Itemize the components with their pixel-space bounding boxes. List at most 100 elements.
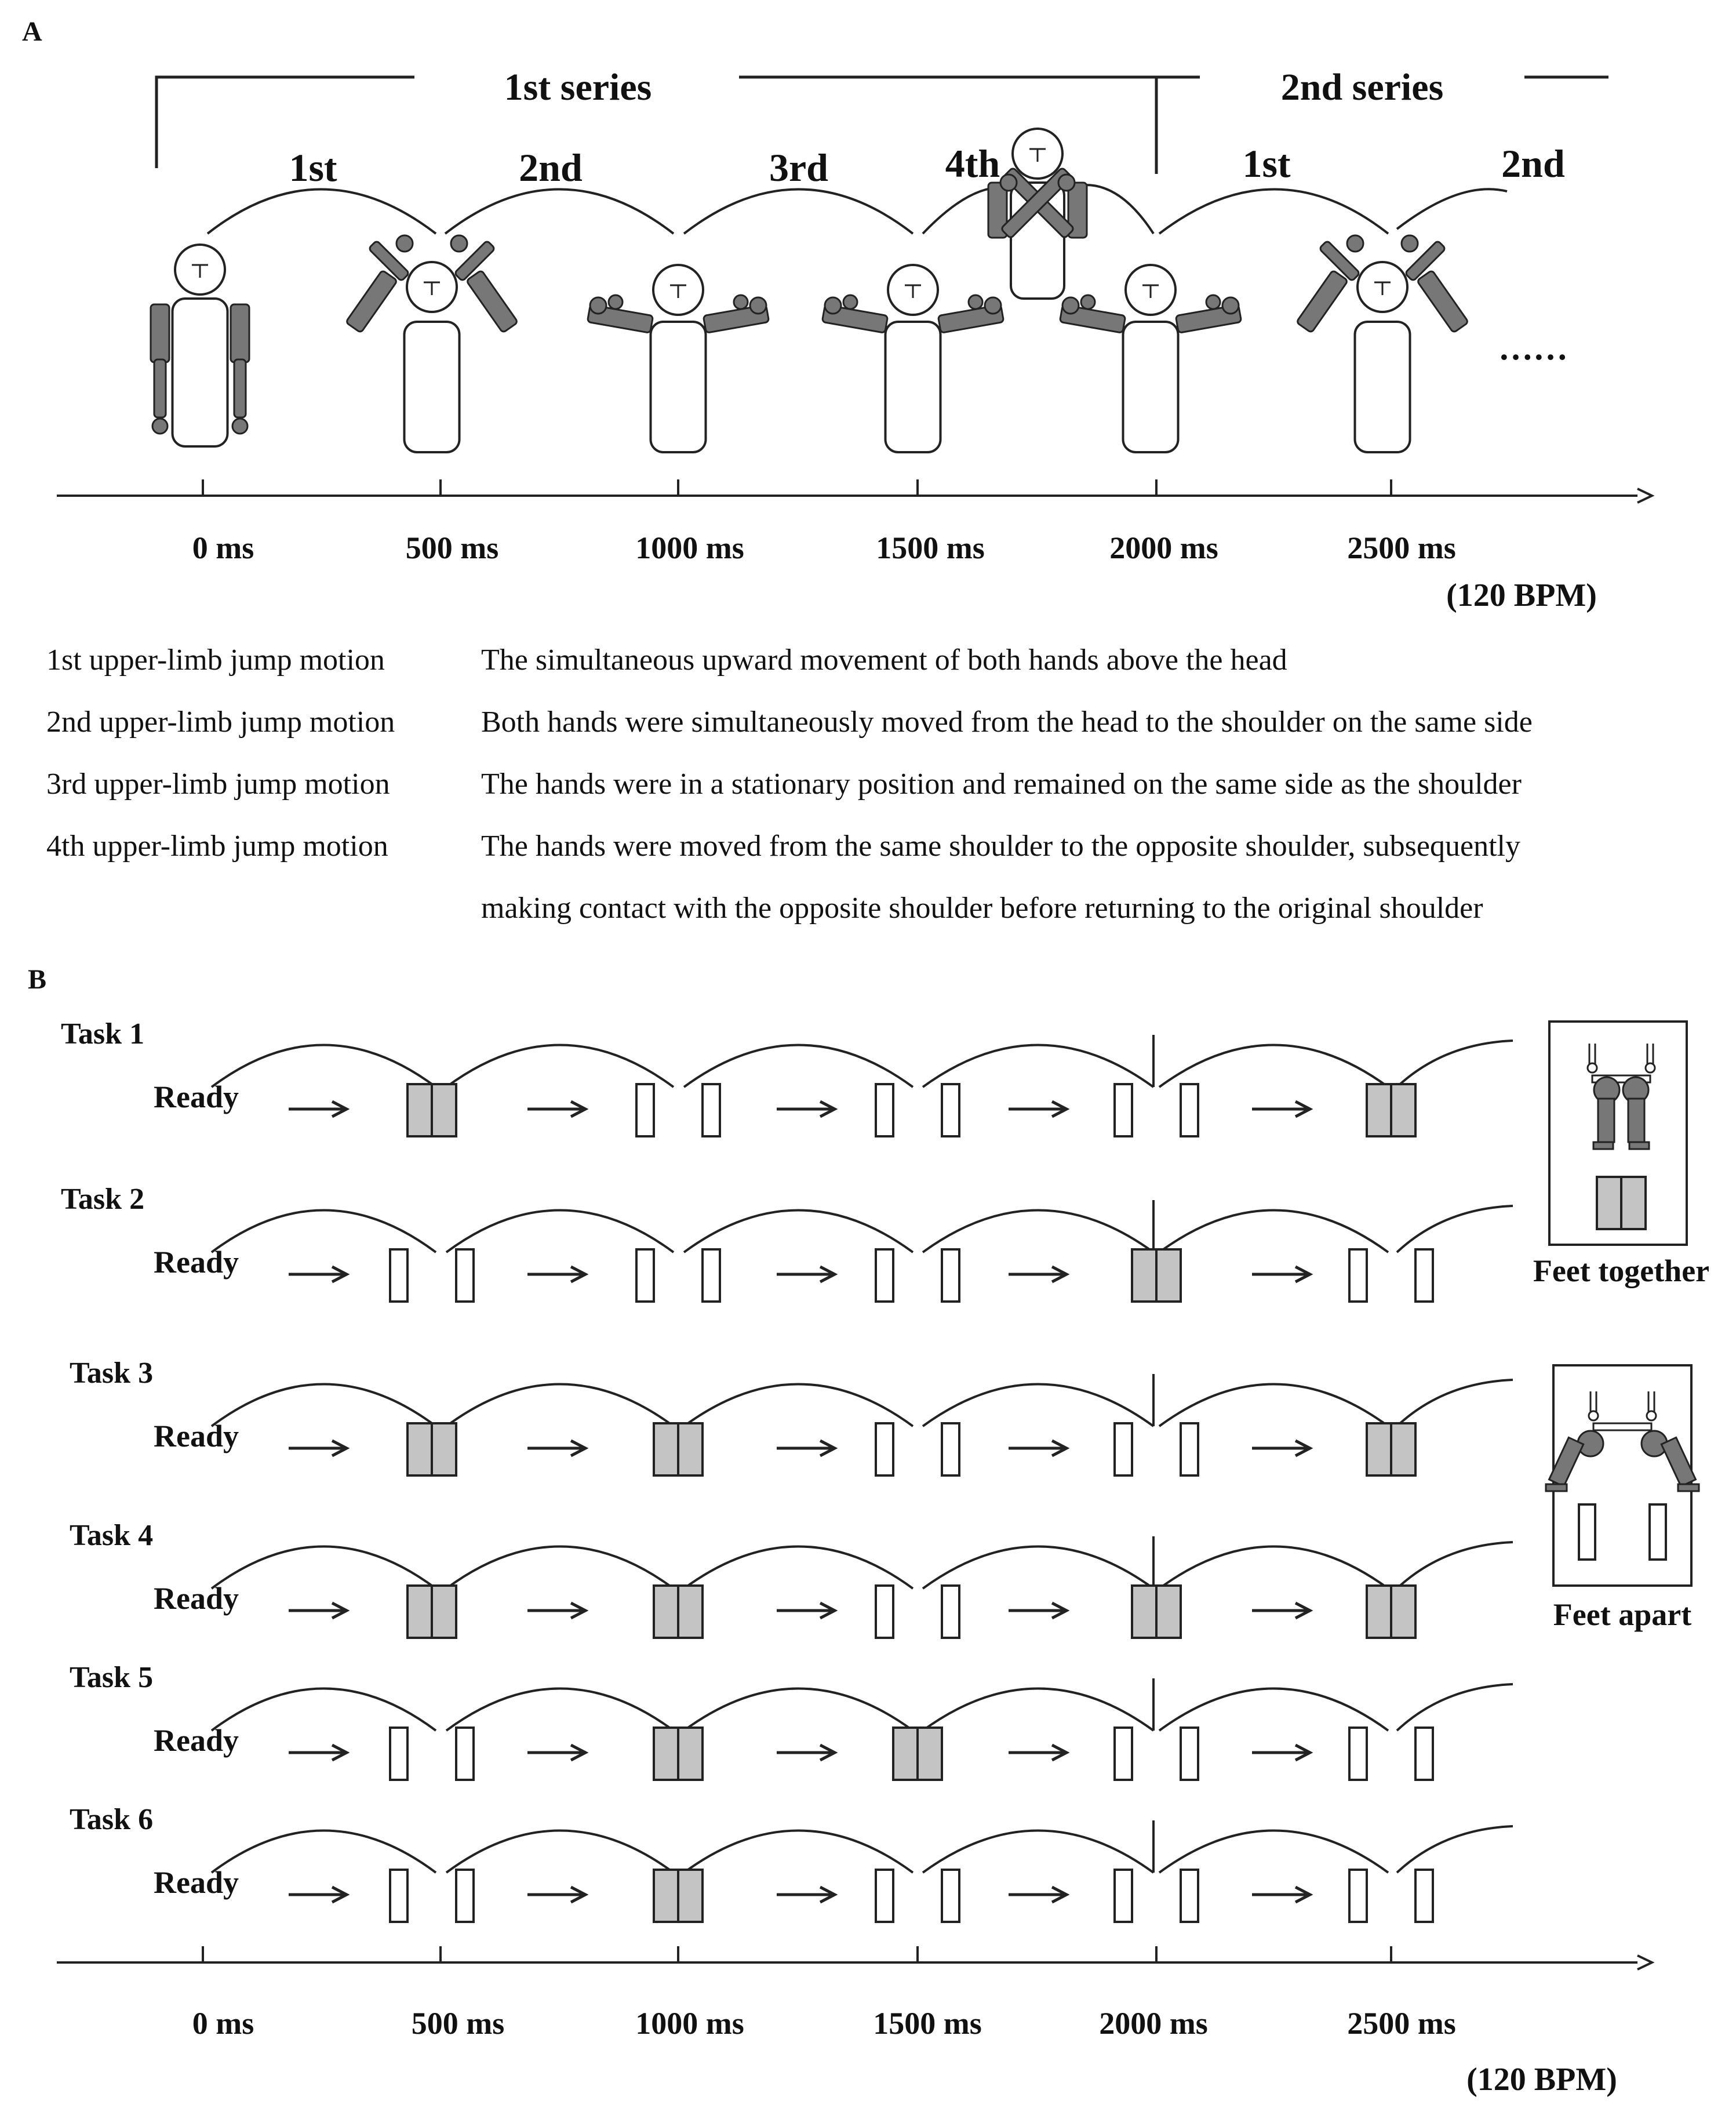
tick-label: 1000 ms: [635, 2006, 744, 2041]
ring: [1588, 1410, 1599, 1422]
jump-label: 4th: [945, 141, 1000, 186]
task-label: Task 1: [61, 1017, 144, 1051]
ring: [1644, 1062, 1656, 1074]
foot-outline: [1414, 1727, 1434, 1781]
torso: [1353, 321, 1411, 453]
arrow-head: [819, 1743, 838, 1762]
tempo-label: (120 BPM): [1466, 2062, 1617, 2098]
motion-descriptions: 1st upper-limb jump motion The simultane…: [46, 644, 1533, 925]
forearm: [233, 358, 247, 419]
jump-arc: [445, 1383, 675, 1427]
foot-outline: [875, 1083, 894, 1137]
axis-arrowhead: [1637, 488, 1655, 504]
foot-outline: [1180, 1869, 1199, 1923]
hand: [151, 417, 169, 435]
ready-label: Ready: [154, 1419, 239, 1453]
foot-outline: [941, 1869, 960, 1923]
jump-arc: [210, 1383, 437, 1427]
jump-arc: [683, 1209, 914, 1253]
jump-arc: [683, 1545, 914, 1590]
task-label: Task 3: [70, 1357, 153, 1390]
upper-arm: [467, 270, 518, 333]
panel-a: A 1st series 2nd series 1st 2nd 3rd 4th …: [22, 16, 1655, 925]
face-mark: [670, 284, 686, 298]
upper-arm: [346, 270, 397, 333]
tick-label: 500 ms: [406, 530, 499, 565]
arrow-head: [1051, 1743, 1070, 1762]
task-label: Task 4: [70, 1519, 153, 1552]
foot-outline: [1180, 1083, 1199, 1137]
arrow-head: [570, 1439, 589, 1458]
hand: [984, 296, 1002, 315]
forearm: [153, 358, 167, 419]
hand: [733, 294, 749, 310]
hand: [967, 294, 984, 310]
arrow-head: [1294, 1601, 1313, 1620]
tick-label: 1500 ms: [876, 530, 985, 565]
ready-label: Ready: [154, 1581, 239, 1616]
foot-outline: [389, 1869, 409, 1923]
arrow-head: [331, 1100, 350, 1118]
foot-outline: [1113, 1869, 1133, 1923]
jump-arc: [210, 1687, 437, 1732]
ready-label: Ready: [154, 1245, 239, 1280]
hand: [749, 296, 767, 315]
face-mark: [1374, 281, 1391, 295]
legend-frame: [1548, 1020, 1688, 1246]
tick-label: 2000 ms: [1109, 530, 1218, 565]
shoe: [1592, 1141, 1614, 1150]
jump-arc: [210, 1829, 437, 1874]
arrow-head: [1051, 1601, 1070, 1620]
foot-outline: [875, 1248, 894, 1303]
arrow-head: [1294, 1265, 1313, 1284]
foot-outline: [1113, 1727, 1133, 1781]
jump-arc: [922, 1209, 1155, 1253]
torso: [884, 321, 942, 453]
foot-outline: [941, 1584, 960, 1639]
jump-arc: [1158, 1687, 1389, 1732]
arrow-head: [570, 1885, 589, 1904]
foot-outline: [701, 1083, 721, 1137]
tick-label: 1500 ms: [873, 2006, 982, 2041]
foot-outline: [389, 1727, 409, 1781]
figure-hands-on-head: [1297, 234, 1468, 453]
face-mark: [192, 264, 208, 278]
arrow-head: [819, 1100, 838, 1118]
arrow-head: [570, 1743, 589, 1762]
motion-text: The hands were moved from the same shoul…: [481, 830, 1520, 863]
jump-arc: [445, 1829, 675, 1874]
hand: [450, 234, 468, 253]
arrow-head: [570, 1601, 589, 1620]
figure-hands-on-head: [346, 234, 518, 453]
leg: [1548, 1436, 1585, 1488]
shoe: [1628, 1141, 1650, 1150]
jump-arc: [1158, 1545, 1389, 1590]
upper-arm: [150, 303, 170, 364]
arrow-head: [570, 1265, 589, 1284]
jump-label: 2nd: [519, 146, 583, 190]
arrow-head: [819, 1885, 838, 1904]
jump-arc: [1158, 1829, 1389, 1874]
motion-name: 1st upper-limb jump motion: [46, 644, 385, 677]
foot-outline: [1348, 1727, 1368, 1781]
upper-arm: [1067, 181, 1088, 239]
hand: [395, 234, 414, 253]
foot-outline: [941, 1422, 960, 1477]
ring: [1646, 1410, 1657, 1422]
arrow-head: [1051, 1439, 1070, 1458]
jump-arc: [1396, 1205, 1513, 1253]
tick-label: 0 ms: [192, 530, 254, 565]
arrow-head: [1294, 1439, 1313, 1458]
tick-label: 1000 ms: [635, 530, 744, 565]
leg: [1597, 1097, 1615, 1143]
motion-text: making contact with the opposite shoulde…: [481, 892, 1483, 925]
leg: [1660, 1436, 1697, 1488]
jump-label: 1st: [289, 146, 337, 190]
foot-outline: [389, 1248, 409, 1303]
jump-arc: [922, 1687, 1155, 1732]
jump-arc: [445, 1209, 675, 1253]
forearm: [454, 241, 495, 281]
foot-outline: [455, 1727, 475, 1781]
